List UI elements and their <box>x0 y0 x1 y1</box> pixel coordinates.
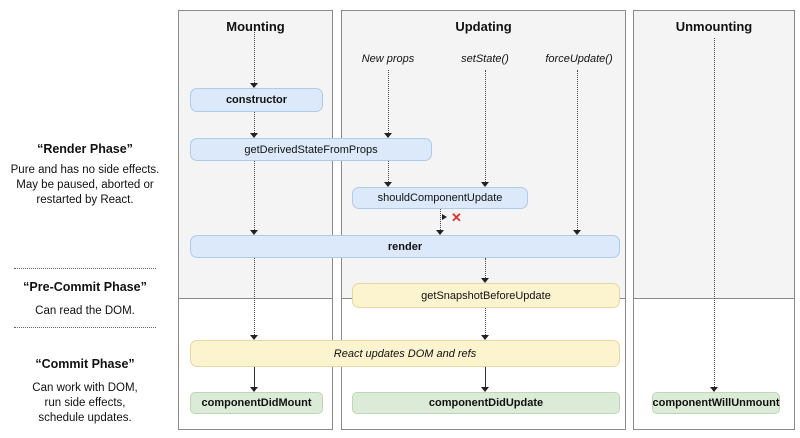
arrow-right-icon <box>442 214 447 220</box>
new-props-label: New props <box>361 53 415 65</box>
flow-line-dotted <box>485 308 486 335</box>
flow-line-solid <box>485 367 486 387</box>
render-phase-line2: May be paused, aborted or <box>16 179 154 191</box>
method-get-snapshot-before-update[interactable]: getSnapshotBeforeUpdate <box>352 283 620 308</box>
flow-line-dotted <box>388 161 389 182</box>
method-render[interactable]: render <box>190 235 620 258</box>
pre-commit-phase-line1: Can read the DOM. <box>35 305 135 317</box>
set-state-label: setState() <box>461 53 509 65</box>
method-constructor[interactable]: constructor <box>190 88 323 112</box>
phase-separator <box>14 327 156 328</box>
arrow-down-icon <box>573 230 581 235</box>
commit-phase-line3: schedule updates. <box>38 412 132 424</box>
flow-line-dotted <box>440 209 441 230</box>
arrow-down-icon <box>436 230 444 235</box>
commit-phase-line2: run side effects, <box>44 397 126 409</box>
arrow-down-icon <box>250 335 258 340</box>
mounting-column-header: Mounting <box>226 19 285 34</box>
unmounting-column-header: Unmounting <box>675 19 753 34</box>
arrow-down-icon <box>384 133 392 138</box>
arrow-down-icon <box>481 182 489 187</box>
arrow-down-icon <box>481 278 489 283</box>
flow-line-dotted <box>254 258 255 335</box>
flow-line-dotted <box>485 258 486 278</box>
flow-line-dotted <box>254 32 255 83</box>
pre-commit-phase-title: “Pre-Commit Phase” <box>23 280 147 294</box>
phase-separator <box>14 268 156 269</box>
method-get-derived-state-from-props[interactable]: getDerivedStateFromProps <box>190 138 432 161</box>
render-phase-description: Pure and has no side effects. May be pau… <box>0 163 170 208</box>
pre-commit-phase-description: Can read the DOM. <box>0 304 170 319</box>
flow-line-dotted <box>485 70 486 182</box>
arrow-down-icon <box>481 335 489 340</box>
method-component-did-update[interactable]: componentDidUpdate <box>352 392 620 414</box>
flow-line-dotted <box>714 38 715 387</box>
flow-line-dotted <box>388 70 389 133</box>
arrow-down-icon <box>384 182 392 187</box>
flow-line-dotted <box>577 70 578 230</box>
arrow-down-icon <box>250 133 258 138</box>
react-updates-dom-and-refs-step: React updates DOM and refs <box>190 340 620 367</box>
arrow-down-icon <box>250 83 258 88</box>
mounting-column: Mounting <box>178 10 333 430</box>
commit-phase-title: “Commit Phase” <box>35 357 135 371</box>
updating-column-header: Updating <box>455 19 512 34</box>
method-component-will-unmount[interactable]: componentWillUnmount <box>652 392 780 414</box>
arrow-down-icon <box>250 230 258 235</box>
arrow-down-icon <box>250 387 258 392</box>
flow-line-dotted <box>254 112 255 133</box>
force-update-label: forceUpdate() <box>545 53 613 65</box>
cancel-cross-icon: ✕ <box>451 210 462 225</box>
updating-column: Updating <box>341 10 626 430</box>
commit-phase-description: Can work with DOM, run side effects, sch… <box>0 381 170 426</box>
arrow-down-icon <box>710 387 718 392</box>
method-component-did-mount[interactable]: componentDidMount <box>190 392 323 414</box>
render-phase-title: “Render Phase” <box>37 142 133 156</box>
flow-line-solid <box>254 367 255 387</box>
render-phase-line1: Pure and has no side effects. <box>10 164 160 176</box>
arrow-down-icon <box>481 387 489 392</box>
commit-phase-line1: Can work with DOM, <box>32 382 138 394</box>
method-should-component-update[interactable]: shouldComponentUpdate <box>352 187 528 209</box>
flow-line-dotted <box>254 161 255 230</box>
render-phase-line3: restarted by React. <box>36 194 134 206</box>
